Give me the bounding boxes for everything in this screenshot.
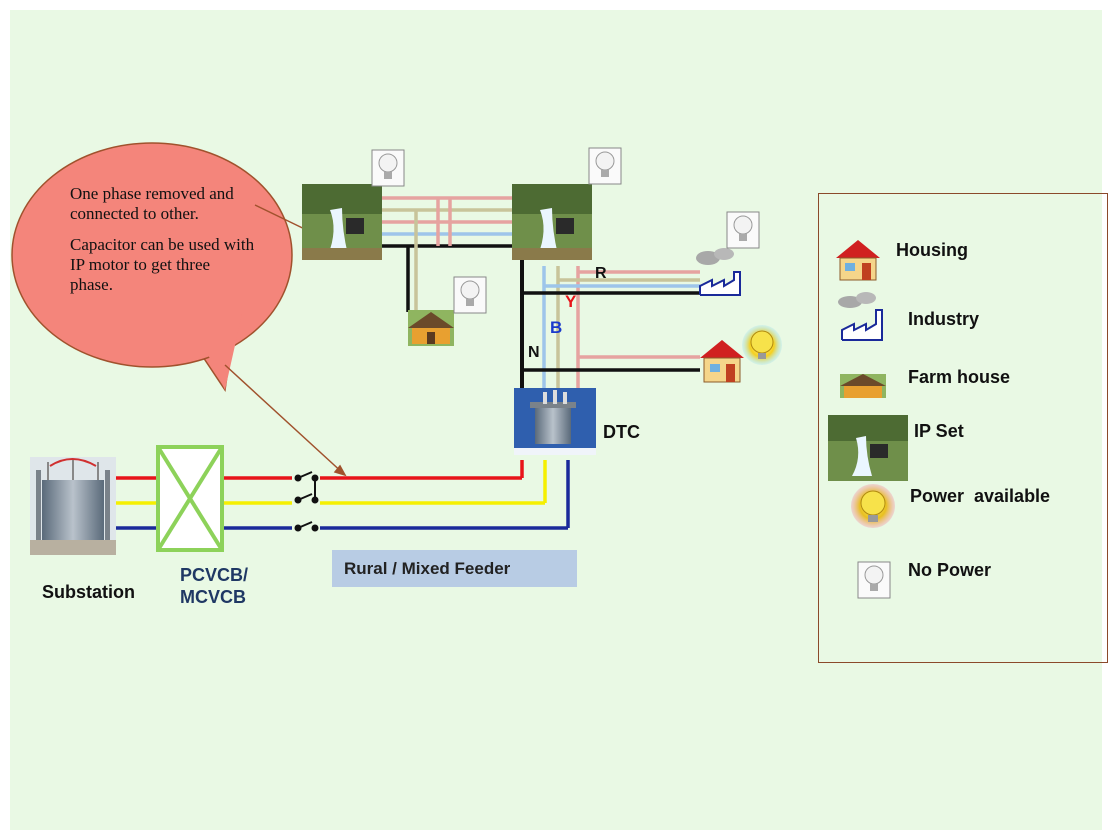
farm-house-picture (408, 310, 454, 346)
ht-feeder-lines (116, 460, 570, 530)
legend-label-industry: Industry (908, 309, 980, 329)
phase-y-label: Y (565, 292, 577, 311)
substation-picture (30, 457, 116, 555)
feeder-label: Rural / Mixed Feeder (344, 559, 511, 578)
callout-bubble (11, 142, 293, 393)
phase-r-label: R (595, 265, 607, 282)
legend-label-ip-set: IP Set (914, 421, 964, 441)
network-diagram (11, 142, 908, 599)
legend-label-no-power: No Power (908, 560, 992, 580)
unlit-bulb-industry (726, 211, 760, 249)
switches (294, 471, 319, 532)
house-icon (836, 240, 880, 281)
unlit-bulb-icon (857, 561, 891, 599)
callout-line-1: One phase removed and connected to other… (70, 184, 234, 223)
ip-set-icon (828, 415, 908, 481)
feeder-box: Rural / Mixed Feeder (332, 550, 577, 587)
lit-bulb-house (742, 325, 782, 365)
callout-text: One phase removed and connected to other… (70, 184, 255, 306)
neutral-label: N (528, 344, 540, 361)
lit-bulb-icon (851, 484, 895, 528)
unlit-bulb-left (371, 149, 405, 187)
breaker-box (156, 445, 224, 552)
house-picture (700, 340, 744, 383)
legend-box (818, 193, 1108, 663)
legend-label-housing: Housing (896, 240, 968, 260)
substation-label: Substation (42, 582, 135, 602)
dtc-label: DTC (603, 422, 640, 442)
callout-line-2: Capacitor can be used with IP motor to g… (70, 235, 255, 294)
legend-label-farm-house: Farm house (908, 367, 1011, 387)
factory-icon (838, 292, 883, 341)
breaker-label-line-2: MCVCB (180, 587, 246, 607)
lt-lines (380, 196, 700, 395)
industry-picture (696, 248, 741, 296)
dtc-picture (514, 388, 596, 455)
unlit-bulb-right (588, 147, 622, 185)
ip-set-picture-left (302, 184, 382, 260)
ip-set-picture-right (512, 184, 592, 260)
legend-icons (828, 240, 908, 599)
slide-canvas: One phase removed and connected to other… (10, 10, 1108, 830)
legend-label-power-available: Power available (910, 486, 1051, 506)
unlit-bulb-farm (453, 276, 487, 314)
farm-house-icon (840, 374, 886, 398)
phase-b-label: B (550, 318, 563, 337)
breaker-label-line-1: PCVCB/ (180, 565, 249, 585)
breaker-label: PCVCB/ MCVCB (180, 564, 248, 608)
